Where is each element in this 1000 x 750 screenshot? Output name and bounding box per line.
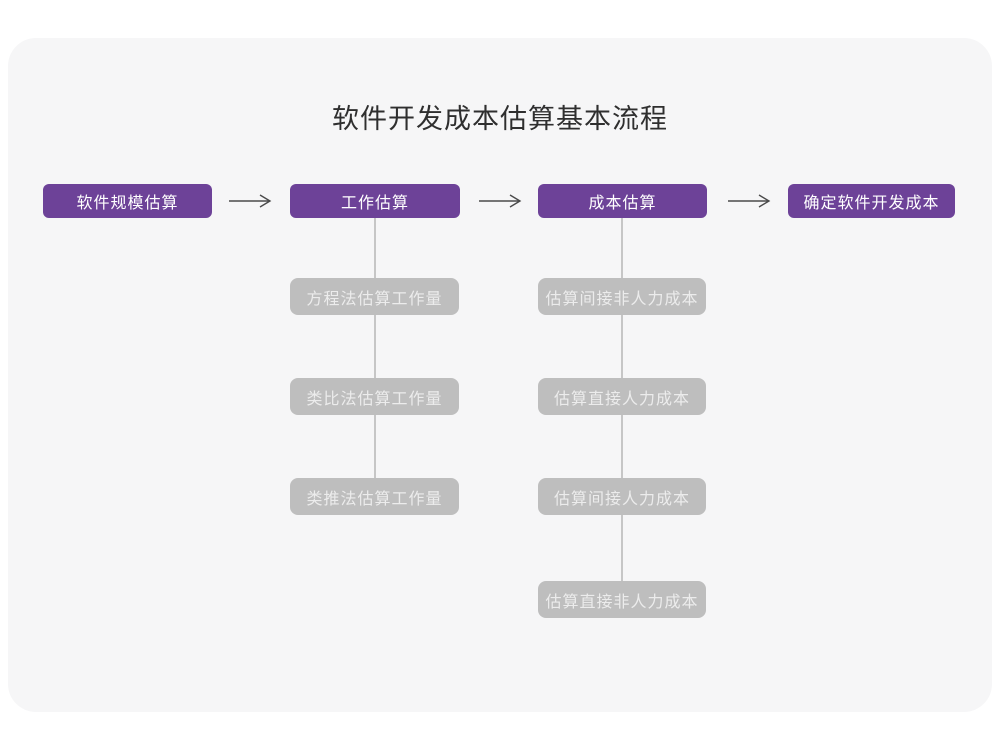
substep-box-analogy-method: 类比法估算工作量 [290, 378, 459, 415]
stage-box-cost-estimation: 成本估算 [538, 184, 707, 218]
substep-box-direct-labor-cost: 估算直接人力成本 [538, 378, 706, 415]
substep-label: 估算间接非人力成本 [545, 290, 699, 308]
right-arrow-icon [229, 194, 272, 208]
substep-box-direct-nonlabor-cost: 估算直接非人力成本 [538, 581, 706, 618]
substep-label: 类比法估算工作量 [306, 390, 443, 408]
right-arrow-icon [479, 194, 522, 208]
substep-label: 估算直接人力成本 [553, 390, 690, 408]
substep-label: 方程法估算工作量 [306, 290, 443, 308]
page-title: 软件开发成本估算基本流程 [332, 104, 668, 134]
stage-label: 成本估算 [588, 195, 657, 212]
stage-label: 工作估算 [340, 195, 409, 212]
right-arrow-icon [728, 194, 771, 208]
substep-label: 类推法估算工作量 [306, 490, 443, 508]
substep-box-extrapolation-method: 类推法估算工作量 [290, 478, 459, 515]
connector-line-work-estimation [374, 218, 376, 492]
stage-label: 确定软件开发成本 [803, 195, 940, 212]
stage-box-software-scale-estimation: 软件规模估算 [43, 184, 212, 218]
flowchart-card [8, 38, 992, 712]
stage-box-work-estimation: 工作估算 [290, 184, 460, 218]
substep-box-indirect-nonlabor-cost: 估算间接非人力成本 [538, 278, 706, 315]
stage-label: 软件规模估算 [76, 195, 179, 212]
substep-label: 估算间接人力成本 [553, 490, 690, 508]
substep-label: 估算直接非人力成本 [545, 593, 699, 611]
stage-box-determine-development-cost: 确定软件开发成本 [788, 184, 955, 218]
substep-box-equation-method: 方程法估算工作量 [290, 278, 459, 315]
substep-box-indirect-labor-cost: 估算间接人力成本 [538, 478, 706, 515]
